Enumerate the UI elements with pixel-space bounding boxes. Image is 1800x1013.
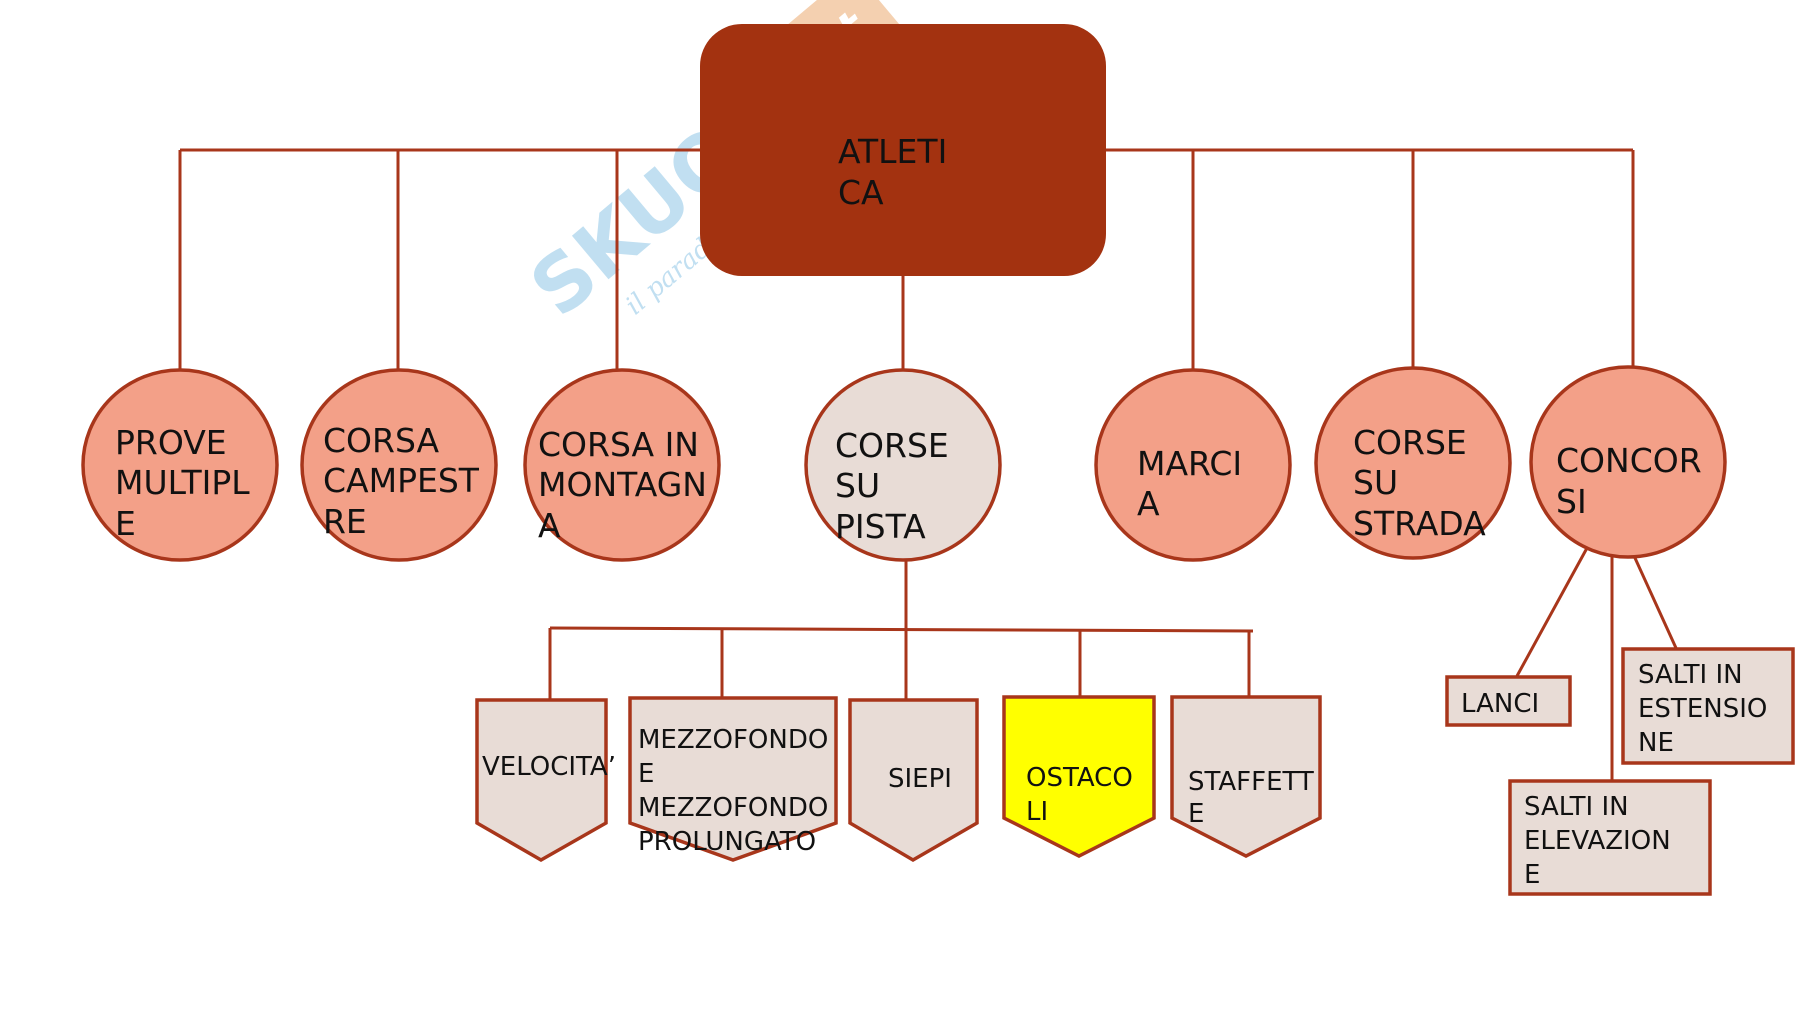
category-label-line: STRADA (1353, 504, 1486, 543)
field-event-label-line: SALTI IN (1524, 792, 1629, 822)
field-event-label-line: ELEVAZION (1524, 826, 1671, 856)
category-label-line: A (1137, 484, 1160, 523)
track-event-label-line: E (1188, 799, 1204, 829)
category-label-line: E (115, 504, 136, 543)
category-prove-multiple[interactable]: PROVE MULTIPL E (81, 368, 279, 562)
category-marcia[interactable]: MARCI A (1094, 368, 1292, 562)
field-event-label-line: E (1524, 860, 1540, 890)
category-label-line: CORSE (1353, 423, 1467, 462)
track-event-label-line: E (638, 759, 654, 789)
track-event-velocita[interactable]: VELOCITA’ (475, 698, 616, 863)
track-event-label-line: MEZZOFONDO (638, 793, 828, 823)
connector-lanci (1515, 547, 1589, 677)
category-label-line: CORSA (323, 421, 440, 460)
category-circle (81, 368, 279, 562)
track-event-ostacoli[interactable]: OSTACO LI (1002, 695, 1156, 858)
root-label-line2: CA (838, 173, 884, 212)
category-label-line: CONCOR (1556, 441, 1702, 480)
track-event-label-line: VELOCITA’ (482, 752, 616, 782)
field-event-label-line: NE (1638, 728, 1674, 758)
track-event-shape (1170, 695, 1322, 858)
field-event-box (1621, 647, 1795, 765)
track-event-shape (628, 696, 838, 862)
field-event-box (1508, 779, 1712, 896)
root-node-atletica[interactable]: ATLETI CA (700, 24, 1106, 276)
track-event-shape (848, 698, 979, 863)
category-corsa-in-montagna[interactable]: CORSA IN MONTAGN A (523, 368, 721, 562)
category-label-line: CORSA IN (538, 425, 699, 464)
category-circle (1094, 368, 1292, 562)
track-event-shape (475, 698, 608, 863)
category-corsa-campestre[interactable]: CORSA CAMPEST RE (300, 368, 498, 562)
category-label-line: SU (1353, 463, 1398, 502)
track-event-siepi[interactable]: SIEPI (848, 698, 979, 863)
category-corse-su-strada[interactable]: CORSE SU STRADA (1314, 366, 1512, 560)
category-label-line: PROVE (115, 423, 227, 462)
connectors (178, 148, 1678, 780)
field-event-box (1445, 675, 1572, 727)
field-event-label-line: ESTENSIO (1638, 694, 1767, 724)
category-circle (300, 368, 498, 562)
category-label-line: RE (323, 502, 367, 541)
track-event-shape-highlighted (1002, 695, 1156, 858)
field-event-salti-in-estensione[interactable]: SALTI IN ESTENSIO NE (1621, 647, 1795, 765)
track-event-label-line: OSTACO (1026, 763, 1133, 793)
category-label-line: CORSE (835, 426, 949, 465)
category-label-line: SU (835, 466, 880, 505)
category-circle (1314, 366, 1512, 560)
track-event-label-line: LI (1026, 797, 1048, 827)
track-bus-line (549, 626, 1254, 633)
category-label-line: MONTAGN (538, 465, 707, 504)
track-event-staffette[interactable]: STAFFETT E (1170, 695, 1322, 858)
field-event-salti-in-elevazione[interactable]: SALTI IN ELEVAZION E (1508, 779, 1712, 896)
track-event-mezzofondo[interactable]: MEZZOFONDO E MEZZOFONDO PROLUNGATO (628, 696, 838, 862)
track-event-label-line: STAFFETT (1188, 767, 1314, 797)
root-box (700, 24, 1106, 276)
track-event-label-line: MEZZOFONDO (638, 725, 828, 755)
category-label-line: SI (1556, 482, 1587, 521)
category-circle (523, 368, 721, 562)
field-event-label-line: LANCI (1461, 689, 1539, 719)
field-event-lanci[interactable]: LANCI (1445, 675, 1572, 727)
category-corse-su-pista[interactable]: CORSE SU PISTA (804, 368, 1002, 562)
category-label-line: A (538, 506, 561, 545)
track-event-label-line: SIEPI (888, 764, 952, 794)
category-label-line: CAMPEST (323, 461, 480, 500)
field-event-label-line: SALTI IN (1638, 660, 1743, 690)
track-event-label-line: PROLUNGATO (638, 827, 816, 857)
category-circle-selected (804, 368, 1002, 562)
connector-salti-estensione (1633, 557, 1678, 649)
root-label-line1: ATLETI (838, 132, 947, 171)
category-label-line: PISTA (835, 507, 926, 546)
category-circle (1529, 365, 1727, 559)
category-concorsi[interactable]: CONCOR SI (1529, 365, 1727, 559)
category-label-line: MARCI (1137, 444, 1242, 483)
category-label-line: MULTIPL (115, 463, 250, 502)
